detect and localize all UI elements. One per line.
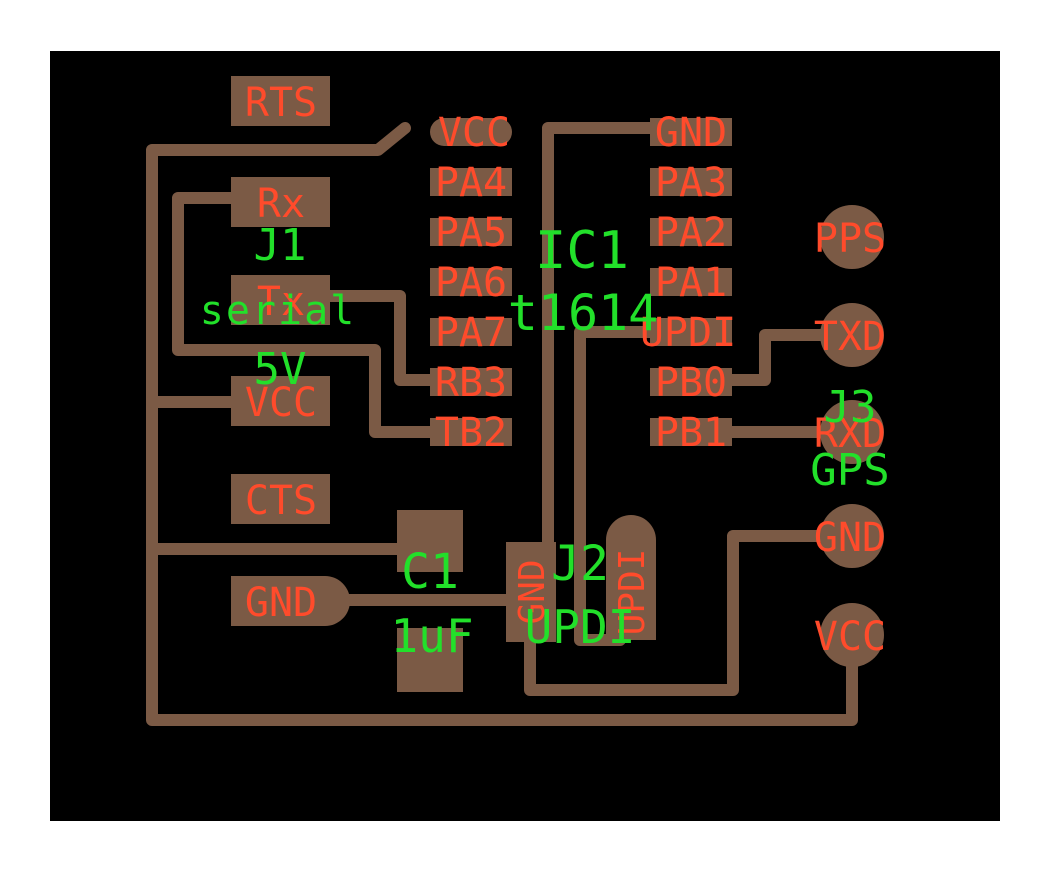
- ic1-pad-pb0: [650, 368, 732, 396]
- trace-rx-rb3: [172, 192, 446, 438]
- j3-pad-vcc: [820, 603, 884, 667]
- trace-updi: [574, 326, 656, 646]
- j1-pin-label: Rx: [257, 181, 305, 227]
- ic1-pad-pa7: [430, 318, 512, 346]
- ic1-pin-label: PA6: [435, 260, 507, 306]
- j3-pad-gnd: [820, 504, 884, 568]
- j2-pin-label: GND: [512, 559, 553, 624]
- ic1-pad-pa2: [650, 218, 732, 246]
- ic1-pin-label: PA4: [435, 160, 507, 206]
- c1-ref: C1: [401, 544, 459, 600]
- j1-pad-vcc: [231, 376, 330, 426]
- j3-pad-txd: [820, 303, 884, 367]
- ic1-pad-pa1: [650, 268, 732, 296]
- j2-pad-gnd: [506, 542, 556, 642]
- ic1-pad-gnd: [650, 118, 732, 146]
- j3-name: GPS: [810, 445, 889, 496]
- j1-pin-label: GND: [245, 580, 317, 626]
- j1-pin-label: Tx: [257, 279, 305, 325]
- j1-pin-label: VCC: [245, 380, 317, 426]
- trace-gnd-j3: [524, 530, 858, 696]
- j3-ref: J3: [824, 382, 877, 433]
- j2-pin-label: UPDI: [612, 549, 653, 636]
- ic1-pin-labels: VCC PA4 PA5 PA6 PA7 RB3 TB2 GND PA3 PA2 …: [435, 110, 736, 456]
- c1-value: 1uF: [390, 609, 473, 663]
- ic1-pin-label: PA5: [435, 210, 507, 256]
- j1-name: serial: [200, 288, 357, 334]
- ic1-pin-label: PA2: [655, 210, 727, 256]
- ic1-pad-pb1: [650, 418, 732, 446]
- j2-ref: J2: [551, 536, 609, 592]
- j3-pin-label: GND: [814, 515, 886, 561]
- ic1-pin-label: PA1: [655, 260, 727, 306]
- ic1-pin-label: VCC: [438, 110, 510, 156]
- j3-pin-label: PPS: [814, 216, 886, 262]
- j2-name: UPDI: [525, 600, 636, 654]
- j3-pin-label: RXD: [814, 411, 886, 457]
- ic1-pin-label: PA7: [435, 310, 507, 356]
- pads: [231, 76, 884, 692]
- j1-voltage: 5V: [254, 344, 307, 395]
- j3-pin-label: VCC: [814, 614, 886, 660]
- j3-pad-rxd: [820, 400, 884, 464]
- traces: [146, 122, 858, 726]
- j1-pad-rts: [231, 76, 330, 126]
- ic1-pin-label: PA3: [655, 160, 727, 206]
- j1-ref: J1: [254, 220, 307, 271]
- ic1-pin-label: PB1: [655, 410, 727, 456]
- part-labels: J1 serial 5V IC1 t1614 J3 GPS C1 1uF J2 …: [200, 220, 890, 663]
- ic1-pad-updi: [650, 318, 732, 346]
- j1-pin-labels: RTS Rx Tx VCC CTS GND: [245, 80, 317, 626]
- j2-pad-updi: [606, 515, 656, 640]
- ic1-pin-label: RB3: [435, 360, 507, 406]
- trace-vcc-loop: [146, 122, 858, 726]
- j1-pad-gnd: [231, 576, 350, 626]
- j3-pad-pps: [820, 205, 884, 269]
- j1-pad-cts: [231, 474, 330, 524]
- j1-pad-tx: [231, 275, 330, 325]
- c1-pad-bottom: [397, 628, 463, 692]
- ic1-pad-pa6: [430, 268, 512, 296]
- c1-pad-top: [397, 510, 463, 572]
- ic1-pin-label: PB0: [655, 360, 727, 406]
- ic1-pad-pa3: [650, 168, 732, 196]
- ic1-pad-pa4: [430, 168, 512, 196]
- ic1-pad-vcc: [430, 118, 512, 146]
- j1-pad-rx: [231, 177, 330, 227]
- trace-pb0-txd: [706, 329, 858, 386]
- ic1-value: t1614: [508, 284, 659, 342]
- ic1-ref: IC1: [535, 221, 629, 281]
- ic1-pin-label: UPDI: [640, 310, 736, 356]
- j1-pin-label: CTS: [245, 478, 317, 524]
- j2-pin-labels: GND UPDI: [512, 549, 653, 636]
- ic1-pin-label: TB2: [435, 410, 507, 456]
- j3-pin-labels: PPS TXD RXD GND VCC: [814, 216, 886, 660]
- ic1-pad-rb3: [430, 368, 512, 396]
- j1-pin-label: RTS: [245, 80, 317, 126]
- ic1-pad-pa5: [430, 218, 512, 246]
- ic1-pin-label: GND: [655, 110, 727, 156]
- ic1-pad-tb2: [430, 418, 512, 446]
- j3-pin-label: TXD: [814, 314, 886, 360]
